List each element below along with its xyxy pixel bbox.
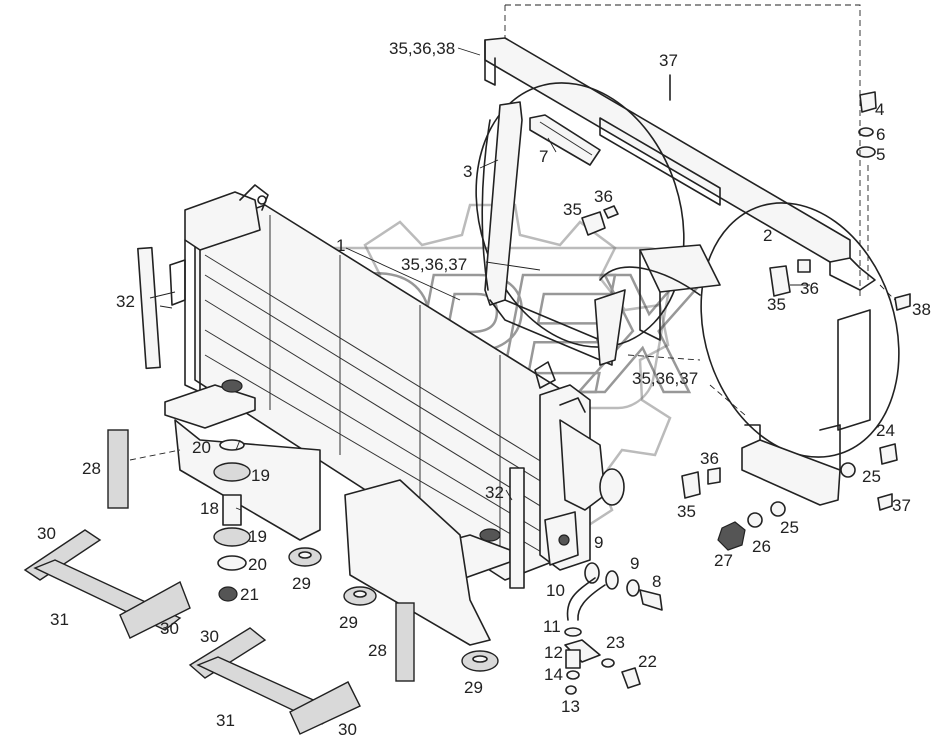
callout-labels: 35,36,38 37 4 6 5 7 3 36 35 2 1 35,36,37…: [37, 39, 931, 739]
callout-11: 11: [543, 617, 561, 636]
callout-19-b: 19: [248, 527, 267, 546]
callout-25-b: 25: [780, 518, 799, 537]
clip-parts: [581, 205, 811, 499]
callout-22: 22: [638, 652, 657, 671]
callout-9-a: 9: [594, 533, 603, 552]
callout-26: 26: [752, 537, 771, 556]
callout-2: 2: [763, 226, 772, 245]
callout-31-a: 31: [50, 610, 69, 629]
callout-21: 21: [240, 585, 259, 604]
side-seal-right: [509, 467, 525, 589]
fan-shroud-frame: [475, 37, 900, 506]
callout-24: 24: [876, 421, 895, 440]
callout-38: 38: [912, 300, 931, 319]
callout-29-c: 29: [464, 678, 483, 697]
side-baffle: [481, 101, 701, 366]
callout-6: 6: [876, 125, 885, 144]
callout-10: 10: [546, 581, 565, 600]
callout-36-b: 36: [800, 279, 819, 298]
callout-32-right: 32: [485, 483, 504, 502]
callout-12: 12: [544, 643, 563, 662]
callout-36-a: 36: [594, 187, 613, 206]
callout-29-a: 29: [292, 574, 311, 593]
callout-3: 3: [463, 162, 472, 181]
callout-30-d: 30: [338, 720, 357, 739]
callout-4: 4: [875, 100, 884, 119]
callout-35-36-38: 35,36,38: [389, 39, 455, 58]
callout-35-c: 35: [677, 502, 696, 521]
mount-stack: [213, 439, 251, 602]
callout-35-36-37-a: 35,36,37: [401, 255, 467, 274]
callout-19-a: 19: [251, 466, 270, 485]
callout-35-a: 35: [563, 200, 582, 219]
callout-13: 13: [561, 697, 580, 716]
callout-37-top: 37: [659, 51, 678, 70]
callout-30-b: 30: [160, 619, 179, 638]
callout-8: 8: [652, 572, 661, 591]
rubber-strip-left: [107, 429, 129, 509]
radiator-core: [164, 184, 625, 646]
callout-20-a: 20: [192, 438, 211, 457]
support-frame-lower: [188, 627, 361, 735]
callout-36-c: 36: [700, 449, 719, 468]
drain-fittings: [564, 562, 663, 695]
side-seal-left: [137, 246, 161, 370]
callout-27: 27: [714, 551, 733, 570]
seal-strip: [529, 114, 601, 166]
callout-29-b: 29: [339, 613, 358, 632]
callout-18: 18: [200, 499, 219, 518]
callout-7: 7: [539, 147, 548, 166]
callout-30-c: 30: [200, 627, 219, 646]
callout-5: 5: [876, 145, 885, 164]
callout-32-left: 32: [116, 292, 135, 311]
callout-28-a: 28: [82, 459, 101, 478]
callout-14: 14: [544, 665, 563, 684]
callout-1: 1: [336, 236, 345, 255]
callout-30-a: 30: [37, 524, 56, 543]
callout-35-36-37-b: 35,36,37: [632, 369, 698, 388]
callout-25-a: 25: [862, 467, 881, 486]
hardware: [669, 74, 911, 551]
callout-31-b: 31: [216, 711, 235, 730]
callout-35-b: 35: [767, 295, 786, 314]
callout-28-b: 28: [368, 641, 387, 660]
callout-9-b: 9: [630, 554, 639, 573]
callout-20-b: 20: [248, 555, 267, 574]
support-frame-upper: [23, 529, 191, 639]
callout-37-right: 37: [892, 496, 911, 515]
rubber-rings: [288, 547, 499, 672]
callout-23: 23: [606, 633, 625, 652]
rubber-strip-right: [395, 602, 415, 682]
leader-lines: [129, 4, 896, 511]
